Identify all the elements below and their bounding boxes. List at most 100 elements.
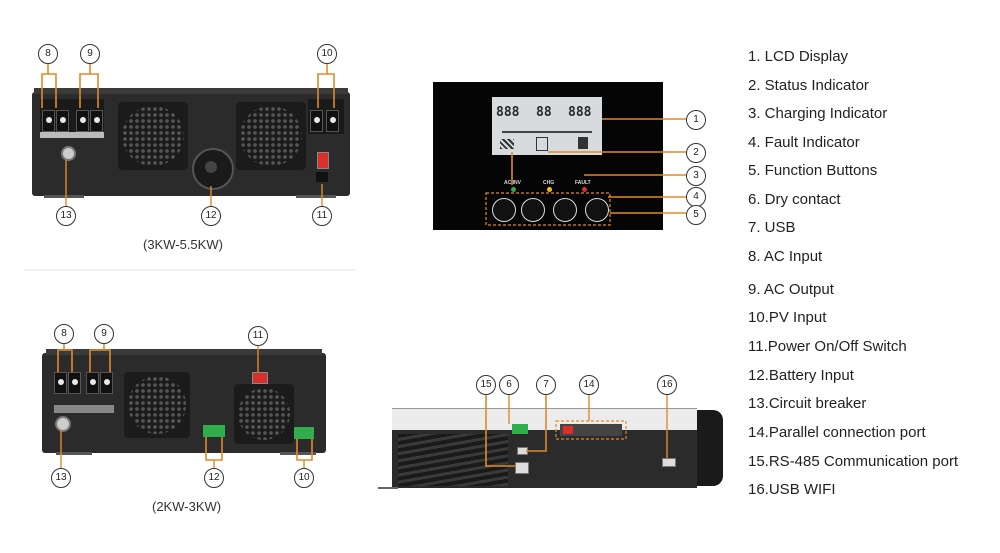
legend-item: 4. Fault Indicator — [748, 134, 860, 151]
terminal — [90, 110, 103, 132]
leader-line — [205, 437, 223, 461]
callout-16: 16 — [657, 375, 677, 395]
terminal — [54, 372, 67, 394]
leader-line — [104, 349, 111, 372]
leader-line — [41, 63, 49, 108]
charging-indicator-label: CHG — [543, 180, 555, 186]
fault-indicator-label: FAULT — [575, 180, 591, 186]
legend-item: 5. Function Buttons — [748, 162, 878, 179]
legend-item: 11.Power On/Off Switch — [748, 338, 907, 355]
callout-12: 12 — [201, 206, 221, 226]
leader-line — [57, 342, 65, 372]
callout-14: 14 — [579, 375, 599, 395]
lcd-display: 888 88 888 — [492, 97, 602, 155]
device-top-edge — [46, 349, 322, 355]
callout-6: 6 — [499, 375, 519, 395]
callout-8: 8 — [38, 44, 58, 64]
caption-3kw-5kw: (3KW-5.5KW) — [143, 237, 223, 252]
terminal — [326, 110, 339, 132]
legend-item: 1. LCD Display — [748, 48, 849, 65]
device-foot — [56, 452, 92, 455]
side-end-cap — [697, 410, 723, 486]
function-button-up[interactable] — [521, 198, 545, 222]
legend-item: 13.Circuit breaker — [748, 395, 867, 412]
power-switch — [252, 372, 268, 384]
circuit-breaker — [61, 146, 76, 161]
callout-8: 8 — [54, 324, 74, 344]
callout-9: 9 — [80, 44, 100, 64]
usb-wifi-port — [662, 458, 676, 467]
cooling-fan-left — [124, 372, 190, 438]
legend-item: 14.Parallel connection port — [748, 424, 926, 441]
leader-line — [526, 393, 547, 452]
cooling-fan-right — [236, 102, 306, 170]
terminal — [310, 110, 323, 132]
legend-item: 15.RS-485 Communication port — [748, 453, 959, 470]
leader-line — [89, 342, 105, 372]
function-button-down[interactable] — [553, 198, 577, 222]
lcd-digits-right: 888 — [568, 105, 592, 120]
terminal — [68, 372, 81, 394]
power-switch — [317, 152, 329, 169]
function-buttons-outline — [485, 192, 611, 226]
legend-item: 16.USB WIFI — [748, 481, 836, 498]
parallel-port-red — [563, 426, 573, 434]
leader-line — [485, 393, 515, 467]
callout-10: 10 — [294, 468, 314, 488]
leader-line — [79, 63, 91, 108]
status-indicator-led — [511, 187, 516, 192]
device-foot — [44, 195, 84, 198]
function-button-enter[interactable] — [585, 198, 609, 222]
terminal-label-strip — [54, 405, 114, 413]
terminal — [76, 110, 89, 132]
legend-item: 3. Charging Indicator — [748, 105, 888, 122]
callout-7: 7 — [536, 375, 556, 395]
legend-item: 7. USB — [748, 219, 796, 236]
cooling-fan-left — [118, 102, 188, 170]
leader-line — [90, 73, 99, 108]
pv-terminal — [294, 427, 314, 439]
lcd-load-icon — [578, 137, 588, 149]
lcd-flow-line — [502, 131, 592, 133]
battery-input-center — [205, 161, 217, 173]
terminal — [100, 372, 113, 394]
callout-13: 13 — [51, 468, 71, 488]
fault-indicator-led — [582, 187, 587, 192]
caption-2kw-3kw: (2KW-3KW) — [152, 499, 222, 514]
callout-5: 5 — [686, 205, 706, 225]
callout-9: 9 — [94, 324, 114, 344]
legend-item: 2. Status Indicator — [748, 77, 869, 94]
legend-item: 9. AC Output — [748, 281, 834, 298]
legend-item: 8. AC Input — [748, 248, 823, 265]
leader-line — [317, 63, 328, 108]
leader-line — [48, 73, 57, 108]
callout-1: 1 — [686, 110, 706, 130]
charging-indicator-led — [547, 187, 552, 192]
callout-2: 2 — [686, 143, 706, 163]
side-vent-grille — [398, 434, 508, 486]
device-foot — [280, 452, 316, 455]
circuit-breaker — [55, 416, 71, 432]
device-top-edge — [34, 88, 348, 94]
dry-contact-port — [512, 424, 528, 434]
legend-item: 6. Dry contact — [748, 191, 841, 208]
callout-4: 4 — [686, 187, 706, 207]
legend-item: 10.PV Input — [748, 309, 827, 326]
legend-item: 12.Battery Input — [748, 367, 854, 384]
terminal — [42, 110, 55, 132]
callout-3: 3 — [686, 166, 706, 186]
lcd-digits-middle: 88 — [536, 105, 552, 120]
battery-terminal — [203, 425, 225, 437]
rs485-port — [515, 462, 529, 474]
power-switch-base — [316, 172, 328, 182]
callout-11: 11 — [312, 206, 332, 226]
side-cable — [378, 487, 398, 489]
function-button-menu[interactable] — [492, 198, 516, 222]
lcd-solar-icon — [500, 139, 514, 149]
lcd-battery-icon — [536, 137, 548, 151]
lcd-digits-left: 888 — [496, 105, 520, 120]
parallel-port-outline — [555, 420, 627, 440]
cooling-fan-right — [234, 384, 294, 444]
terminal — [86, 372, 99, 394]
